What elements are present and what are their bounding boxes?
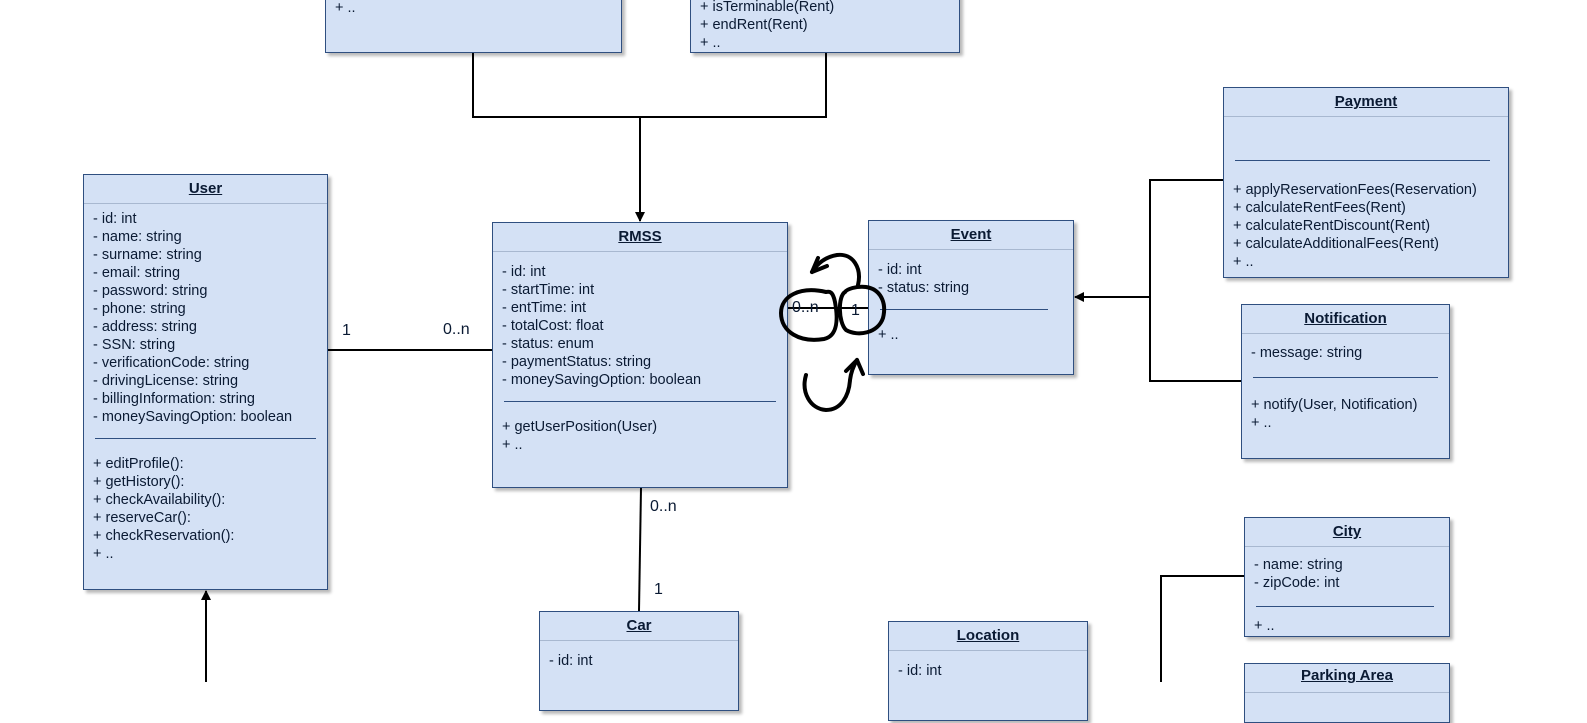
- multiplicity-label: 0..n: [650, 498, 677, 515]
- method-line: + applyReservationFees(Reservation): [1233, 182, 1477, 198]
- attribute-line: - entTime: int: [502, 300, 587, 316]
- method-line: + ..: [335, 0, 356, 16]
- class-box-payment[interactable]: Payment + applyReservationFees(Reservati…: [1223, 87, 1509, 278]
- compartment-divider: [1253, 377, 1438, 378]
- attribute-line: - password: string: [93, 283, 208, 299]
- method-line: + ..: [1254, 618, 1275, 634]
- method-line: + editProfile():: [93, 456, 184, 472]
- class-box-top-right[interactable]: + isTerminable(Rent) + endRent(Rent) + .…: [690, 0, 960, 53]
- method-line: + notify(User, Notification): [1251, 397, 1418, 413]
- class-title-car: Car: [540, 612, 738, 641]
- attribute-line: - status: string: [878, 280, 970, 296]
- inherit-line-payment: [1149, 179, 1224, 297]
- class-title-parking-area: Parking Area: [1245, 664, 1449, 693]
- class-box-event[interactable]: Event - id: int - status: string + ..: [868, 220, 1074, 375]
- class-title-notification: Notification: [1242, 305, 1449, 334]
- class-box-top-left[interactable]: + ..: [325, 0, 622, 53]
- multiplicity-label: 0..n: [443, 321, 470, 338]
- attribute-line: - name: string: [1254, 557, 1343, 573]
- method-line: + ..: [1251, 415, 1272, 431]
- method-line: + getUserPosition(User): [502, 419, 658, 435]
- class-box-notification[interactable]: Notification - message: string + notify(…: [1241, 304, 1450, 459]
- method-line: + checkAvailability():: [93, 492, 226, 508]
- class-title-rmss: RMSS: [493, 223, 787, 252]
- assoc-rmss-car: [638, 487, 642, 612]
- class-box-parking-area[interactable]: Parking Area: [1244, 663, 1450, 723]
- attribute-line: - moneySavingOption: boolean: [93, 409, 293, 425]
- attribute-line: - startTime: int: [502, 282, 595, 298]
- compartment-divider: [880, 309, 1048, 310]
- method-line: + getHistory():: [93, 474, 185, 490]
- class-box-user[interactable]: User - id: int - name: string - surname:…: [83, 174, 328, 590]
- method-line: + checkReservation():: [93, 528, 235, 544]
- attribute-line: - name: string: [93, 229, 182, 245]
- method-line: + reserveCar():: [93, 510, 191, 526]
- method-line: + ..: [878, 327, 899, 343]
- attribute-line: - surname: string: [93, 247, 202, 263]
- compartment-divider: [504, 401, 776, 402]
- city-connector-line: [1160, 575, 1244, 682]
- method-line: + ..: [1233, 254, 1254, 270]
- compartment-divider: [1235, 160, 1490, 161]
- attribute-line: - email: string: [93, 265, 181, 281]
- inherit-line-notification: [1149, 297, 1242, 382]
- attribute-line: - id: int: [878, 262, 922, 278]
- class-box-city[interactable]: City - name: string - zipCode: int + ..: [1244, 517, 1450, 637]
- multiplicity-label: 1: [851, 302, 860, 319]
- class-title-user: User: [84, 175, 327, 204]
- attribute-line: - address: string: [93, 319, 197, 335]
- attribute-line: - verificationCode: string: [93, 355, 250, 371]
- method-line: + ..: [700, 35, 721, 51]
- class-title-event: Event: [869, 221, 1073, 250]
- attribute-line: - drivingLicense: string: [93, 373, 239, 389]
- attribute-line: - totalCost: float: [502, 318, 604, 334]
- attribute-line: - id: int: [898, 663, 942, 679]
- attribute-line: - id: int: [502, 264, 546, 280]
- class-box-car[interactable]: Car - id: int: [539, 611, 739, 711]
- attribute-line: - phone: string: [93, 301, 186, 317]
- attribute-line: - billingInformation: string: [93, 391, 255, 407]
- attribute-line: - status: enum: [502, 336, 594, 352]
- method-line: + calculateAdditionalFees(Rent): [1233, 236, 1439, 252]
- attribute-line: - SSN: string: [93, 337, 176, 353]
- method-line: + endRent(Rent): [700, 17, 808, 33]
- method-line: + calculateRentDiscount(Rent): [1233, 218, 1431, 234]
- multiplicity-label: 1: [654, 581, 663, 598]
- attribute-line: - zipCode: int: [1254, 575, 1340, 591]
- class-title-payment: Payment: [1224, 88, 1508, 117]
- method-line: + ..: [502, 437, 523, 453]
- method-line: + isTerminable(Rent): [700, 0, 835, 15]
- attribute-line: - id: int: [93, 211, 137, 227]
- method-line: + ..: [93, 546, 114, 562]
- class-title-city: City: [1245, 518, 1449, 547]
- multiplicity-label: 0..n: [792, 299, 819, 316]
- multiplicity-label: 1: [342, 322, 351, 339]
- attribute-line: - message: string: [1251, 345, 1363, 361]
- class-title-location: Location: [889, 622, 1087, 651]
- attribute-line: - paymentStatus: string: [502, 354, 652, 370]
- class-box-location[interactable]: Location - id: int: [888, 621, 1088, 721]
- method-line: + calculateRentFees(Rent): [1233, 200, 1406, 216]
- compartment-divider: [1256, 606, 1434, 607]
- inherit-line-top-right: [640, 52, 827, 118]
- inherit-line-top-left: [472, 52, 640, 118]
- attribute-line: - id: int: [549, 653, 593, 669]
- attribute-line: - moneySavingOption: boolean: [502, 372, 702, 388]
- class-box-rmss[interactable]: RMSS - id: int - startTime: int - entTim…: [492, 222, 788, 488]
- compartment-divider: [95, 438, 316, 439]
